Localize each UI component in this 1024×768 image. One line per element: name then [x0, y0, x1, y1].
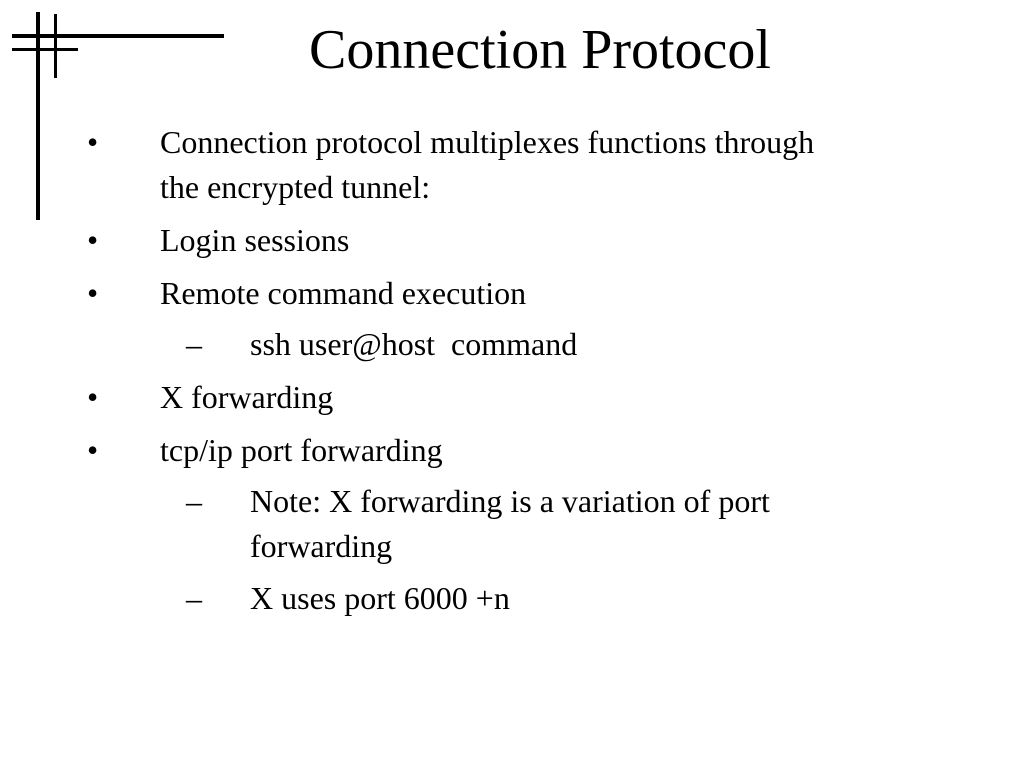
sub-bullet-text: ssh user@host command — [250, 322, 950, 367]
bullet-text: Remote command execution — [160, 271, 1000, 316]
sub-bullet-text: Note: X forwarding is a variation of por… — [250, 479, 950, 569]
decorative-horizontal-line — [12, 34, 224, 38]
slide-title: Connection Protocol — [309, 19, 771, 81]
bullet-text: X forwarding — [160, 375, 1000, 420]
bullet-text-line: tcp/ip port forwarding — [160, 432, 443, 468]
bullet-text-line: X forwarding — [160, 379, 334, 415]
decorative-vertical-line — [36, 12, 40, 220]
bullet-text-line: Remote command execution — [160, 275, 527, 311]
decorative-horizontal-line-short — [12, 48, 78, 51]
bullet-text-line: X uses port 6000 +n — [250, 580, 510, 616]
bullet-marker: • — [87, 379, 99, 415]
bullet-marker: • — [87, 275, 99, 311]
bullet-marker: • — [87, 124, 99, 160]
bullet-text-line: ssh user@host command — [250, 326, 578, 362]
decorative-vertical-line-short — [54, 14, 57, 78]
sub-bullet-marker: – — [186, 580, 202, 616]
sub-bullet-marker: – — [186, 326, 202, 362]
bullet-text: tcp/ip port forwarding — [160, 428, 1000, 473]
bullet-text-line: Connection protocol multiplexes function… — [160, 124, 815, 160]
bullet-text: Login sessions — [160, 218, 1000, 263]
bullet-marker: • — [87, 222, 99, 258]
bullet-text-line: Note: X forwarding is a variation of por… — [250, 483, 770, 519]
bullet-text-line: Login sessions — [160, 222, 350, 258]
bullet-marker: • — [87, 432, 99, 468]
bullet-text-line: the encrypted tunnel: — [160, 169, 431, 205]
sub-bullet-marker: – — [186, 483, 202, 519]
bullet-text-line: forwarding — [250, 528, 393, 564]
bullet-text: Connection protocol multiplexes function… — [160, 120, 1000, 210]
sub-bullet-text: X uses port 6000 +n — [250, 576, 950, 621]
